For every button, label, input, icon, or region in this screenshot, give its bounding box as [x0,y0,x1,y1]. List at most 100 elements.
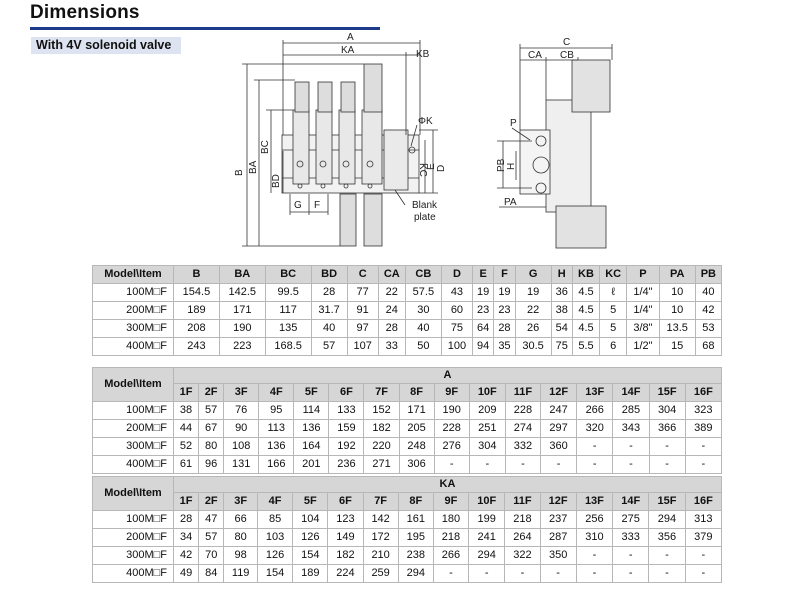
table-cell: 23 [493,301,516,320]
model-cell: 200M□F [92,419,174,438]
table-cell: 171 [218,301,266,320]
table-cell: - [468,564,506,583]
table-header-cell: BA [218,265,266,284]
table-cell: 266 [432,546,470,565]
table-cell: 23 [471,301,495,320]
table-cell: 241 [468,528,506,547]
table-header-cell: P [626,265,660,284]
table-cell: 67 [198,419,225,438]
table-cell: 171 [398,401,435,420]
table-cell: 343 [612,419,650,438]
table-header-cell: 13F [576,383,614,402]
table-cell: - [468,455,506,474]
table-cell: 131 [223,455,260,474]
table-header-cell: 2F [198,383,225,402]
table-header-cell: D [440,265,474,284]
table-cell: 97 [346,319,379,338]
table-cell: 133 [328,401,365,420]
dim-label-PB: PB [496,158,507,172]
table-header-cell: 7F [362,492,399,511]
table-header-cell: 13F [575,492,614,511]
table-cell: 190 [433,401,470,420]
table-cell: 136 [258,437,295,456]
table-cell: 4.5 [571,301,601,320]
table-cell: - [612,437,650,456]
table-cell: 323 [684,401,723,420]
table-cell: - [648,437,686,456]
table-cell: 248 [398,437,435,456]
table-cell: 52 [172,437,200,456]
table-cell: 94 [471,337,495,356]
table-cell: 98 [223,546,259,565]
table-header-cell: 12F [539,492,577,511]
table-header-cell: F [493,265,516,284]
table-header-cell: Model\Item [92,265,174,284]
table-cell: 259 [362,564,399,583]
table-cell: 68 [694,337,723,356]
table-cell: 294 [648,510,686,529]
table-header-cell: 8F [397,492,434,511]
table-cell: 256 [575,510,614,529]
table-cell: 84 [198,564,225,583]
dim-label-CA: CA [528,50,542,61]
table-cell: 64 [471,319,495,338]
table-cell: 172 [362,528,399,547]
table-cell: - [612,455,650,474]
model-cell: 400M□F [92,564,174,583]
table-header-cell: 5F [293,383,330,402]
table-cell: 54 [550,319,573,338]
dim-label-E: E [426,163,437,170]
table-header-cell: BC [264,265,312,284]
table-cell: 42 [172,546,200,565]
coil-top-2 [317,81,333,113]
model-cell: 200M□F [92,301,174,320]
table-cell: 10 [658,283,696,302]
table-cell: 100 [440,337,474,356]
table-cell: 28 [172,510,200,529]
table-cell: 28 [310,283,348,302]
model-cell: 300M□F [92,437,174,456]
table-cell: 306 [398,455,435,474]
dim-label-H: H [506,163,517,170]
table-cell: 6 [599,337,628,356]
table-cell: 149 [327,528,364,547]
table-cell: 304 [648,401,686,420]
dim-label-C: C [563,37,570,48]
table-cell: 304 [468,437,506,456]
table-cell: 13.5 [658,319,696,338]
coil-bottom-2 [363,193,383,247]
table-cell: 76 [223,401,260,420]
table-cell: 66 [223,510,259,529]
table-group-header-A: A [173,367,722,384]
table-header-cell: 8F [398,383,435,402]
table-header-cell: 9F [433,383,470,402]
table-cell: 228 [504,401,541,420]
valve-body-4 [361,109,383,185]
table-cell: 24 [377,301,406,320]
table-cell: 108 [223,437,260,456]
table-cell: 236 [328,455,365,474]
table-header-cell: PB [694,265,723,284]
blank-plate [383,129,409,191]
table-cell: 159 [328,419,365,438]
table-cell: 30 [404,301,442,320]
coil-bottom-1 [339,193,357,247]
dim-label-PA: PA [504,197,517,208]
table-cell: 4.5 [571,283,601,302]
table-cell: - [539,455,578,474]
table-cell: 85 [257,510,294,529]
table-cell: 154 [292,546,329,565]
table-header-cell: 10F [468,492,506,511]
table-group-header-KA: KA [173,476,722,493]
table-cell: 182 [327,546,364,565]
model-cell: 400M□F [92,337,174,356]
table-cell: 22 [514,301,552,320]
